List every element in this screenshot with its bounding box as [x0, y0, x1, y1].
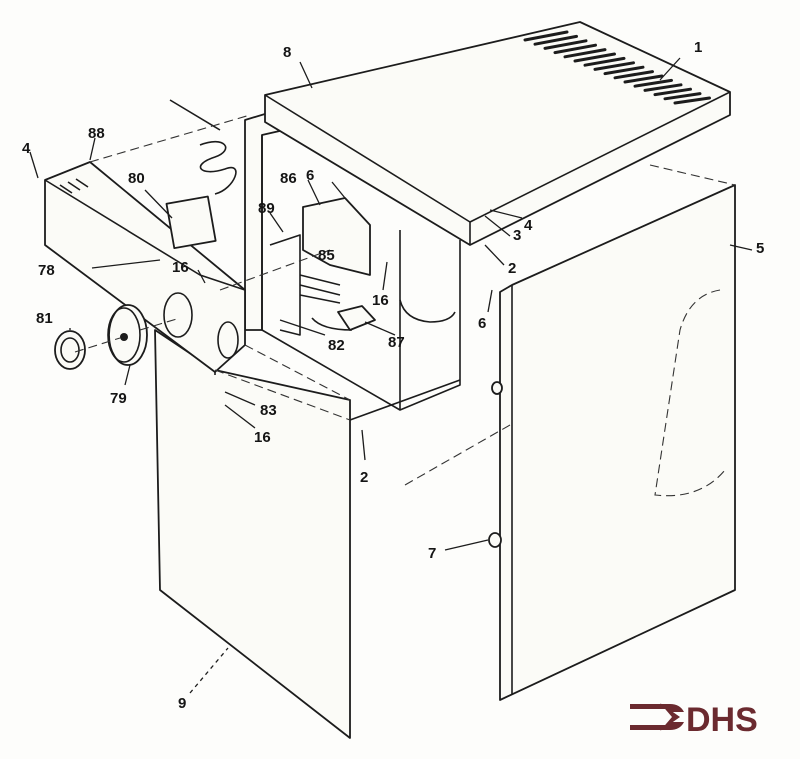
label-7: 7 — [428, 545, 436, 562]
label-9: 9 — [178, 695, 186, 712]
label-85: 85 — [318, 247, 335, 264]
side-panel-5 — [499, 184, 736, 701]
vent-slot — [633, 78, 673, 88]
thermostat-80 — [165, 99, 237, 250]
dial-79 — [107, 304, 148, 366]
label-78: 78 — [38, 262, 55, 279]
hinge-7 — [488, 381, 503, 548]
logo-text: DHS — [686, 701, 758, 739]
label-1: 1 — [694, 39, 702, 56]
label-87: 87 — [388, 334, 405, 351]
switch-87 — [311, 299, 456, 331]
vent-slot — [543, 39, 588, 50]
vent-slot — [653, 87, 692, 97]
vent-slot — [583, 56, 626, 67]
label-4: 4 — [22, 140, 31, 157]
vent-slot — [573, 52, 616, 63]
label-82: 82 — [328, 337, 345, 354]
label-81: 81 — [36, 310, 53, 327]
label-8: 8 — [283, 44, 291, 61]
label-83: 83 — [260, 402, 277, 419]
dhs-logo: DHS — [630, 701, 758, 739]
vent-slots — [523, 30, 711, 105]
label-3: 3 — [513, 227, 521, 244]
label-79: 79 — [110, 390, 127, 407]
vent-slot — [673, 96, 711, 105]
vent-slot — [603, 65, 645, 76]
assembly-lines — [74, 114, 736, 486]
label-16-b: 16 — [372, 292, 389, 309]
label-16-c: 16 — [254, 429, 271, 446]
top-panel-1 — [264, 21, 731, 246]
label-88: 88 — [88, 125, 105, 142]
vent-slot — [563, 48, 607, 59]
leader-lines — [29, 57, 753, 694]
vent-slot — [663, 92, 702, 101]
label-6-b: 6 — [478, 315, 486, 332]
label-89: 89 — [258, 200, 275, 217]
vent-slot — [643, 83, 683, 92]
label-2-b: 2 — [360, 469, 368, 486]
front-panel-9 — [154, 329, 351, 739]
part-labels: 1 8 88 4 80 86 6 89 85 78 16 4 3 2 5 6 1… — [22, 39, 764, 712]
vent-slot — [523, 30, 569, 42]
label-16: 16 — [172, 259, 189, 276]
label-6: 6 — [306, 167, 314, 184]
label-80: 80 — [128, 170, 145, 187]
vent-slot — [623, 74, 664, 84]
vent-slot — [593, 61, 635, 71]
vent-slot — [553, 43, 597, 55]
label-4-b: 4 — [524, 217, 533, 234]
label-86: 86 — [280, 170, 297, 187]
knob-81 — [54, 330, 86, 370]
vent-slot — [613, 70, 654, 80]
label-5: 5 — [756, 240, 764, 257]
vent-slot — [533, 34, 578, 46]
label-2: 2 — [508, 260, 516, 277]
